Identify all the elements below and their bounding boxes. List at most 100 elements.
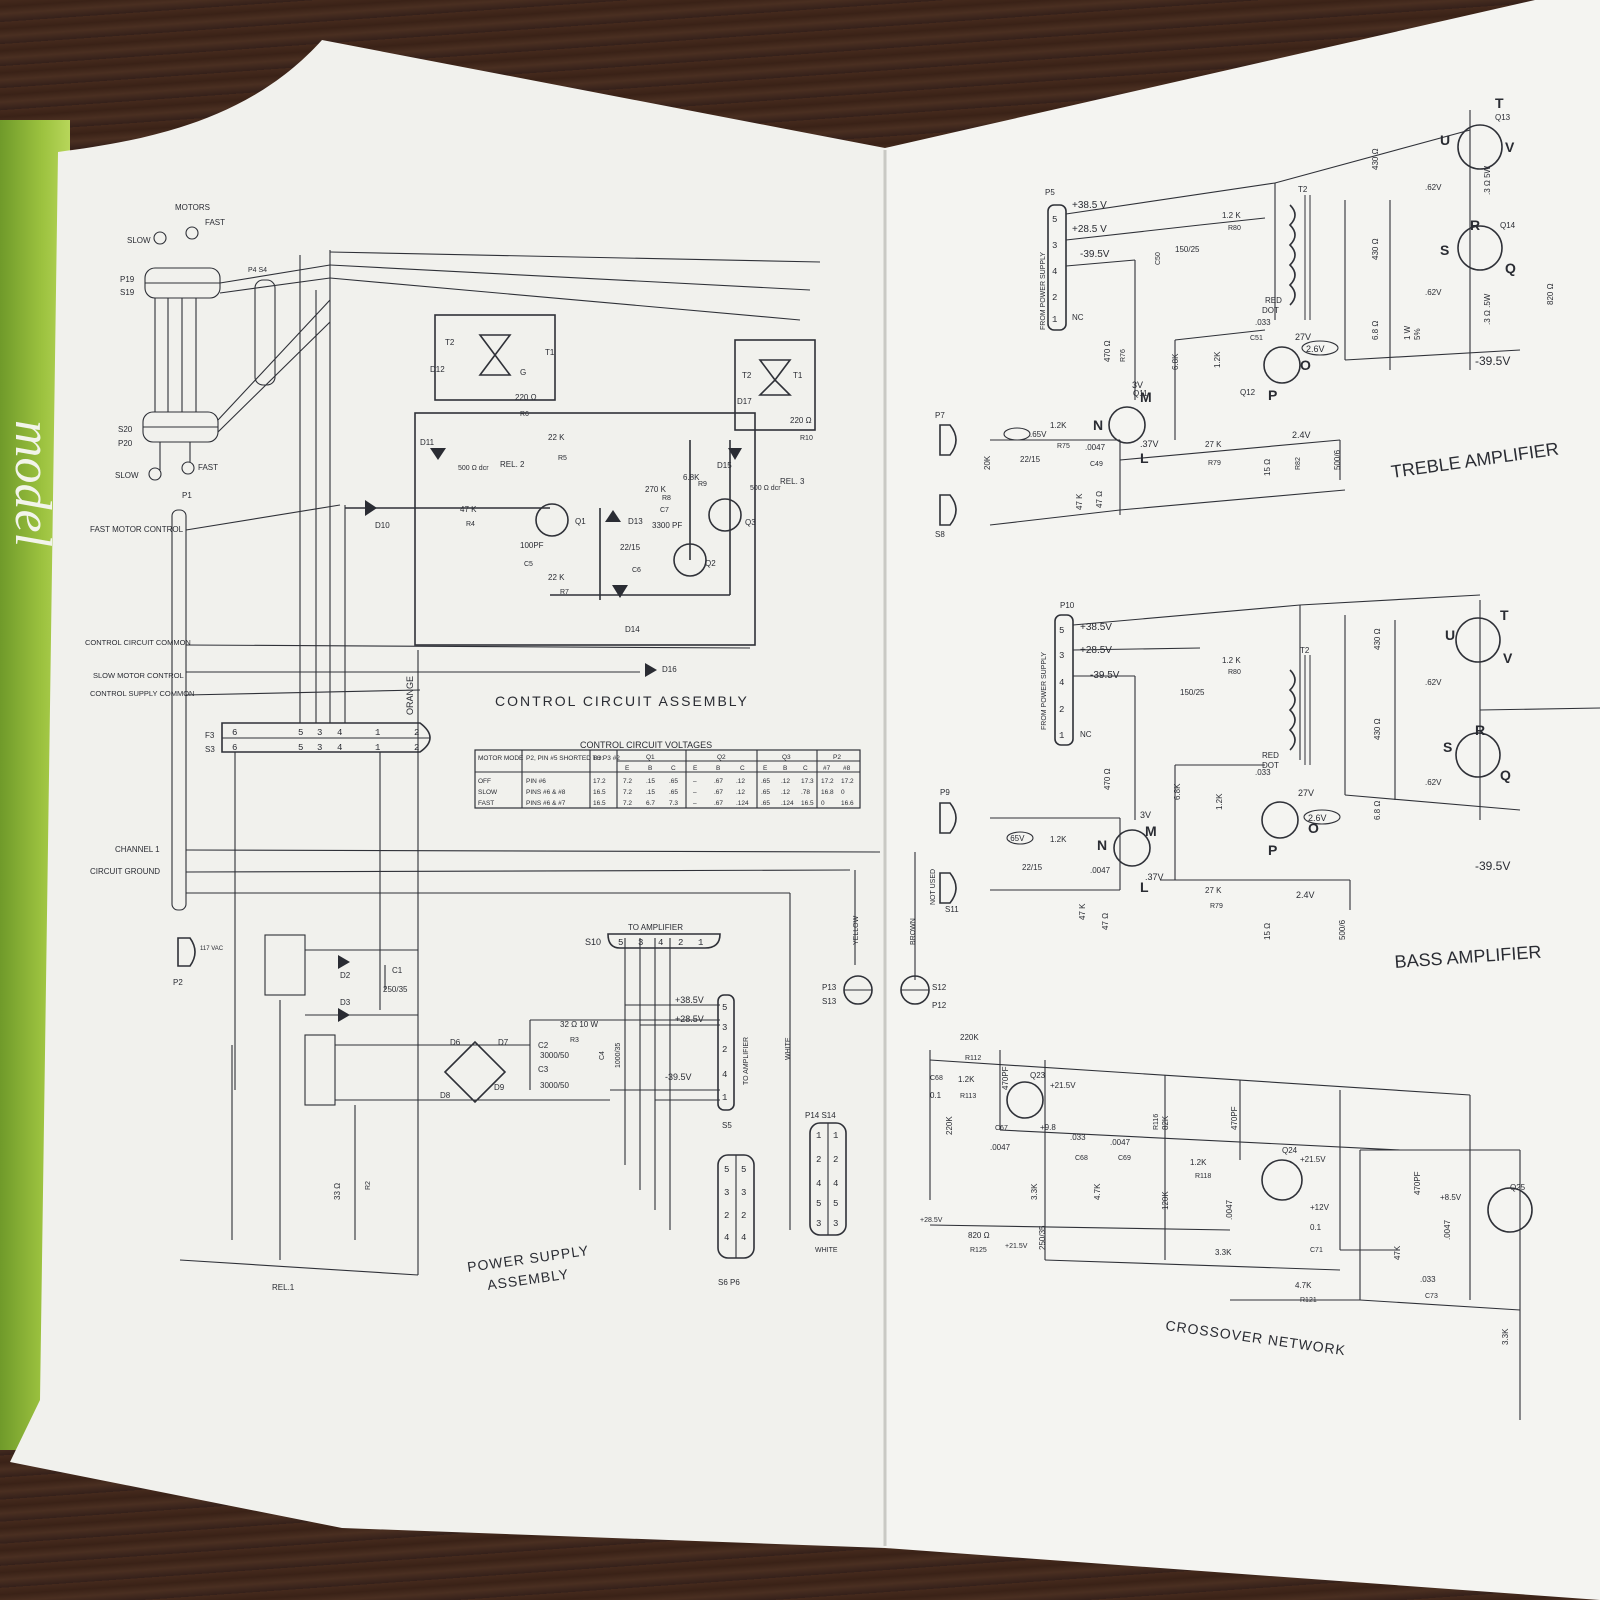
svg-text:D13: D13 xyxy=(628,517,643,526)
svg-text:+28.5V: +28.5V xyxy=(675,1014,704,1024)
svg-text:C: C xyxy=(671,765,676,772)
svg-text:FROM POWER SUPPLY: FROM POWER SUPPLY xyxy=(1041,652,1048,730)
svg-text:Q1: Q1 xyxy=(575,517,586,526)
svg-text:C71: C71 xyxy=(1310,1247,1323,1254)
svg-text:1: 1 xyxy=(375,743,380,753)
svg-text:R112: R112 xyxy=(965,1055,981,1062)
p5-connector xyxy=(1047,204,1067,331)
svg-text:1.2 K: 1.2 K xyxy=(1222,656,1241,665)
svg-text:1.2K: 1.2K xyxy=(958,1075,975,1084)
svg-text:#8: #8 xyxy=(843,765,851,772)
svg-text:1.2K: 1.2K xyxy=(1050,421,1067,430)
svg-text:4: 4 xyxy=(1052,267,1057,277)
svg-text:D11: D11 xyxy=(420,438,435,447)
diode-d10 xyxy=(365,500,377,516)
p20-label: P20 xyxy=(118,439,133,448)
p7-connector xyxy=(939,424,957,456)
svg-text:2: 2 xyxy=(414,743,419,753)
svg-text:430 Ω: 430 Ω xyxy=(1371,238,1380,260)
voltage-table-cell: – xyxy=(693,789,697,796)
svg-text:R4: R4 xyxy=(466,521,475,528)
svg-text:T1: T1 xyxy=(545,348,555,357)
svg-text:B+ P3 #2: B+ P3 #2 xyxy=(593,755,620,762)
svg-text:3: 3 xyxy=(317,728,322,738)
svg-text:22/15: 22/15 xyxy=(1020,455,1041,464)
control-circuit-voltages-table: CONTROL CIRCUIT VOLTAGES MOTOR MODE P2, … xyxy=(474,740,861,809)
svg-text:C7: C7 xyxy=(660,507,669,514)
svg-text:1000/35: 1000/35 xyxy=(615,1043,622,1068)
svg-text:D14: D14 xyxy=(625,625,640,634)
svg-text:NC: NC xyxy=(1072,313,1084,322)
svg-text:RED: RED xyxy=(1262,751,1279,760)
svg-text:C68: C68 xyxy=(930,1075,943,1082)
svg-text:1.2K: 1.2K xyxy=(1190,1158,1207,1167)
svg-text:5: 5 xyxy=(722,1003,727,1013)
svg-text:4: 4 xyxy=(724,1233,729,1243)
svg-text:R2: R2 xyxy=(365,1181,372,1190)
svg-text:-39.5V: -39.5V xyxy=(1080,249,1110,260)
svg-text:2: 2 xyxy=(678,938,683,948)
svg-text:3.3K: 3.3K xyxy=(1215,1248,1232,1257)
svg-text:+21.5V: +21.5V xyxy=(1300,1155,1326,1164)
svg-text:C68: C68 xyxy=(1075,1155,1088,1162)
svg-text:.3 Ω .5W: .3 Ω .5W xyxy=(1483,293,1492,325)
svg-text:Q14: Q14 xyxy=(1500,221,1516,230)
svg-text:R5: R5 xyxy=(558,455,567,462)
svg-text:47K: 47K xyxy=(1393,1245,1402,1260)
s11-connector xyxy=(939,872,957,904)
svg-text:YELLOW: YELLOW xyxy=(853,915,860,945)
svg-text:C4: C4 xyxy=(599,1051,606,1060)
svg-text:R10: R10 xyxy=(800,435,813,442)
svg-text:3.3K: 3.3K xyxy=(1030,1183,1039,1200)
svg-text:3: 3 xyxy=(638,938,643,948)
s8-connector xyxy=(939,494,957,526)
svg-text:2.6V: 2.6V xyxy=(1306,344,1325,354)
svg-text:WHITE: WHITE xyxy=(815,1247,838,1254)
voltage-table-cell: 6.7 xyxy=(646,800,655,807)
svg-text:47 Ω: 47 Ω xyxy=(1095,491,1104,508)
svg-text:3300 PF: 3300 PF xyxy=(652,521,682,530)
svg-text:D8: D8 xyxy=(440,1091,451,1100)
svg-text:NOT USED: NOT USED xyxy=(930,869,937,905)
svg-text:22 K: 22 K xyxy=(548,433,565,442)
svg-text:33 Ω: 33 Ω xyxy=(333,1183,342,1200)
voltage-table-cell: PINS #6 & #7 xyxy=(526,800,566,807)
svg-text:4.7K: 4.7K xyxy=(1093,1183,1102,1200)
svg-text:+9.8: +9.8 xyxy=(1040,1123,1056,1132)
circuit-ground-label: CIRCUIT GROUND xyxy=(90,867,160,876)
svg-text:5: 5 xyxy=(298,743,303,753)
svg-text:C67: C67 xyxy=(995,1125,1008,1132)
svg-text:430 Ω: 430 Ω xyxy=(1371,148,1380,170)
svg-text:2: 2 xyxy=(724,1211,729,1221)
fast-motor-control-label: FAST MOTOR CONTROL xyxy=(90,525,184,534)
svg-text:T1: T1 xyxy=(793,371,803,380)
s19-label: S19 xyxy=(120,288,135,297)
s3-label: S3 xyxy=(205,745,215,754)
voltage-table-cell: 16.5 xyxy=(593,789,606,796)
control-supply-common-label: CONTROL SUPPLY COMMON xyxy=(90,689,194,698)
svg-text:Q1: Q1 xyxy=(646,754,655,761)
voltage-table-cell: 16.5 xyxy=(801,800,814,807)
svg-text:4: 4 xyxy=(833,1179,838,1189)
svg-text:+21.5V: +21.5V xyxy=(1050,1081,1076,1090)
voltage-table-cell: .65 xyxy=(761,800,770,807)
svg-text:250/35: 250/35 xyxy=(383,985,408,994)
voltage-table-cell: .15 xyxy=(646,778,655,785)
svg-text:4: 4 xyxy=(741,1233,746,1243)
voltage-table-cell: 7.2 xyxy=(623,789,632,796)
svg-text:1.2K: 1.2K xyxy=(1215,793,1224,810)
svg-text:.3 Ω 5W: .3 Ω 5W xyxy=(1483,165,1492,195)
triac-t2-t1-box-right xyxy=(734,339,816,431)
svg-text:3: 3 xyxy=(722,1023,727,1033)
fast-motor-symbol xyxy=(185,226,199,240)
svg-text:470 Ω: 470 Ω xyxy=(1103,340,1112,362)
svg-text:R: R xyxy=(1475,722,1485,738)
svg-text:R121: R121 xyxy=(1300,1297,1317,1304)
svg-text:S8: S8 xyxy=(935,530,945,539)
voltage-table-cell: .124 xyxy=(736,800,749,807)
voltage-table-cell: 17.2 xyxy=(841,778,854,785)
transistor-q12-bass xyxy=(1261,801,1299,839)
voltage-table-cell: – xyxy=(693,800,697,807)
to-amplifier-label: TO AMPLIFIER xyxy=(628,923,683,932)
svg-text:C49: C49 xyxy=(1090,461,1103,468)
